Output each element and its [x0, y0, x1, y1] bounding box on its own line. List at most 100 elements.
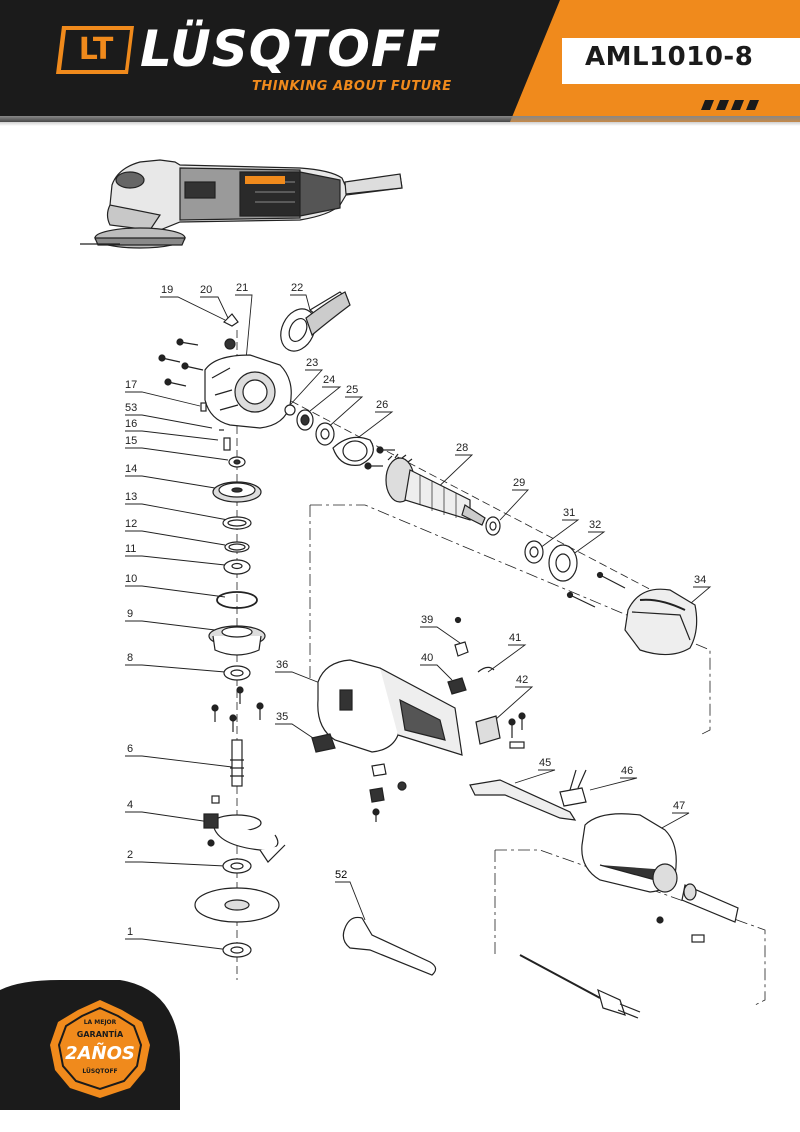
part-label-53: 53	[125, 402, 138, 414]
part-switch-42	[475, 715, 501, 745]
part-label-21: 21	[236, 282, 249, 294]
part-label-45: 45	[539, 757, 552, 769]
badge-line-3: 2AÑOS	[65, 1043, 135, 1064]
part-stator	[624, 588, 698, 656]
stripe-decoration	[701, 100, 759, 110]
part-pinion-gear	[284, 404, 314, 431]
part-label-11: 11	[125, 543, 137, 555]
part-label-26: 26	[376, 399, 389, 411]
part-bearing-11	[223, 559, 251, 575]
brush-parts	[369, 763, 407, 822]
part-label-39: 39	[421, 614, 434, 626]
part-bearing-8	[223, 665, 251, 681]
part-label-23: 23	[306, 357, 319, 369]
part-gear-14	[212, 481, 262, 503]
part-rear-housing-47	[581, 813, 678, 893]
part-side-handle	[280, 291, 351, 352]
badge-line-2: GARANTÍA	[76, 1030, 124, 1039]
part-spanner-52	[342, 916, 437, 976]
model-label-box	[562, 38, 800, 84]
baffle-screws	[364, 446, 395, 470]
part-cord-sleeve	[681, 883, 739, 923]
cover-screws	[211, 686, 264, 732]
cord-group-frame	[495, 849, 766, 1006]
housing-screws	[158, 338, 204, 387]
part-o-ring-10	[216, 591, 258, 609]
part-label-2: 2	[127, 849, 134, 861]
part-brush-holder-39	[454, 616, 469, 657]
logo-mark-icon	[56, 26, 134, 74]
part-switch-rod-45	[469, 779, 577, 821]
part-label-14: 14	[125, 463, 138, 475]
part-armature	[385, 453, 486, 526]
part-label-15: 15	[125, 435, 138, 447]
part-power-cord	[519, 954, 641, 1019]
badge-line-1: LA MEJOR	[83, 1019, 117, 1026]
part-label-22: 22	[291, 282, 304, 294]
part-label-6: 6	[127, 743, 134, 755]
model-number: AML1010-8	[585, 42, 754, 72]
part-label-24: 24	[323, 374, 336, 386]
part-label-35: 35	[276, 711, 289, 723]
part-outer-flange-1	[222, 942, 252, 958]
switch-screws	[508, 712, 526, 738]
part-bearing-29	[485, 516, 501, 536]
part-washer-12	[224, 541, 250, 553]
motor-axis-line	[269, 389, 681, 606]
part-label-40: 40	[421, 652, 434, 664]
part-fan-baffle-32	[548, 544, 578, 582]
part-label-41: 41	[509, 632, 522, 644]
part-gear-housing	[204, 354, 292, 429]
part-label-32: 32	[589, 519, 602, 531]
armature-group-frame	[310, 504, 711, 736]
part-label-20: 20	[200, 284, 213, 296]
part-label-10: 10	[125, 573, 138, 585]
part-inner-flange-2	[222, 858, 252, 874]
part-carbon-brushes-46	[559, 769, 587, 807]
part-bearing-cover-9	[208, 625, 266, 656]
part-label-31: 31	[563, 507, 576, 519]
part-label-13: 13	[125, 491, 138, 503]
switch-clip	[509, 741, 525, 749]
part-label-46: 46	[621, 765, 634, 777]
warranty-badge	[0, 980, 180, 1110]
badge-line-4: LÜSQTOFF	[82, 1068, 118, 1075]
part-label-19: 19	[161, 284, 174, 296]
part-label-1: 1	[127, 926, 134, 938]
part-label-29: 29	[513, 477, 526, 489]
part-label-8: 8	[127, 652, 134, 664]
brand-tagline: THINKING ABOUT FUTURE	[252, 79, 452, 94]
part-label-52: 52	[335, 869, 348, 881]
part-baffle-plate	[332, 436, 374, 466]
part-label-17: 17	[125, 379, 138, 391]
part-spring-41	[477, 666, 495, 673]
part-label-34: 34	[694, 574, 707, 586]
leader-lines	[125, 294, 712, 951]
part-grinding-disc	[194, 887, 280, 923]
part-bearing-31	[524, 540, 544, 564]
part-spindle-lock-cap	[224, 338, 236, 350]
part-brush-holder-40	[447, 677, 467, 695]
logo-mark-text: LT	[78, 32, 114, 67]
part-label-4: 4	[127, 799, 134, 811]
stator-screws	[566, 571, 626, 608]
part-label-28: 28	[456, 442, 469, 454]
part-label-36: 36	[276, 659, 289, 671]
part-label-47: 47	[673, 800, 686, 812]
part-wheel-guard-4	[203, 795, 286, 863]
part-spindle-6	[230, 739, 244, 787]
guard-screw	[207, 839, 215, 847]
header-shadow	[0, 116, 800, 126]
part-nut-15	[228, 456, 246, 468]
part-bearing-25	[315, 422, 335, 446]
cord-clamp	[691, 934, 705, 943]
part-switch-cover	[311, 733, 336, 753]
part-label-12: 12	[125, 518, 138, 530]
assembled-grinder-illustration	[80, 159, 403, 249]
cord-clamp-screw	[656, 916, 664, 924]
part-spring	[200, 402, 207, 412]
part-key	[223, 437, 231, 451]
part-motor-housing	[317, 659, 463, 756]
part-circlip-13	[222, 516, 252, 530]
